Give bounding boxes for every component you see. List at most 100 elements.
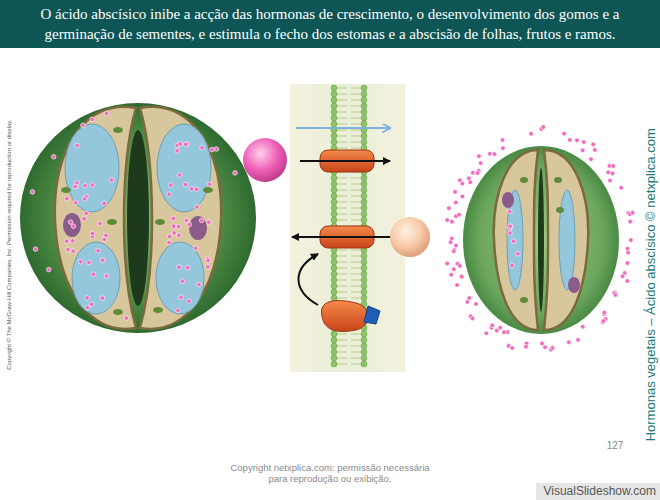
copyright-note: Copyright © The McGraw-Hill Companies, I… — [5, 120, 12, 370]
ion-dot — [500, 138, 505, 143]
ion-dot — [193, 246, 198, 251]
ion-dot — [70, 239, 75, 244]
ion-dot — [575, 138, 580, 143]
ion-dot — [449, 272, 454, 277]
ion-dot — [98, 221, 103, 226]
ion-dot — [183, 142, 188, 147]
ion-dot — [460, 194, 465, 199]
ion-dot — [445, 261, 450, 266]
ion-dot — [568, 138, 573, 143]
ion-dot — [458, 264, 463, 269]
ion-dot — [109, 178, 114, 183]
open-stoma — [20, 103, 256, 333]
ion-dot — [460, 275, 465, 280]
ion-dot — [448, 240, 453, 245]
ion-dot — [550, 346, 555, 351]
ion-dot — [591, 142, 596, 147]
ion-dot — [90, 231, 95, 236]
ion-dot — [187, 222, 192, 227]
ion-dot — [177, 265, 182, 270]
ion-dot — [85, 305, 90, 310]
ion-dot — [208, 182, 213, 187]
ion-dot — [68, 220, 73, 225]
ion-dot — [511, 239, 516, 244]
ion-dot — [470, 316, 475, 321]
ion — [243, 138, 287, 182]
ion-dot — [619, 186, 624, 191]
ion-dot — [508, 224, 513, 229]
ion-dot — [510, 346, 515, 351]
ion-dot — [167, 240, 172, 245]
ion-dot — [460, 181, 465, 186]
ion-dot — [71, 249, 76, 254]
ion-dot — [100, 258, 105, 263]
ion-dot — [580, 148, 585, 153]
ion-dot — [206, 220, 211, 225]
ion-dot — [180, 279, 185, 284]
ion-dot — [628, 219, 633, 224]
ion-dot — [176, 224, 181, 229]
ion-dot — [502, 330, 507, 335]
ion-dot — [233, 171, 238, 176]
ion-dot — [81, 123, 86, 128]
ion-dot — [199, 218, 204, 223]
ion-dot — [508, 224, 513, 229]
ion-dot — [183, 182, 188, 187]
ion-dot — [625, 246, 630, 251]
ion-dot — [167, 192, 172, 197]
ion-dot — [172, 231, 177, 236]
ion-dot — [167, 234, 172, 239]
ion-dot — [84, 211, 89, 216]
ion-dot — [484, 331, 489, 336]
ion-dot — [492, 152, 497, 157]
ion-dot — [104, 274, 109, 279]
ion-dot — [567, 340, 572, 345]
cell-membrane — [243, 84, 430, 372]
ion-dot — [581, 325, 586, 330]
closed-stoma — [445, 125, 635, 352]
ion-dot — [452, 267, 457, 272]
ion-dot — [30, 190, 35, 195]
ion-dot — [82, 217, 87, 222]
ion-dot — [187, 299, 192, 304]
ion-dot — [102, 201, 107, 206]
ion-dot — [495, 328, 500, 333]
ion-dot — [510, 263, 515, 268]
ion-dot — [606, 170, 611, 175]
ion-dot — [184, 218, 189, 223]
ion-dot — [90, 117, 95, 122]
ion-dot — [474, 302, 479, 307]
ion-dot — [83, 183, 88, 188]
ion-dot — [171, 216, 176, 221]
ion-dot — [582, 140, 587, 145]
ion-dot — [177, 173, 182, 178]
ion-dot — [529, 132, 534, 137]
ion-dot — [189, 186, 194, 191]
ion-dot — [175, 149, 180, 154]
ion-dot — [124, 316, 129, 321]
ion-dot — [96, 249, 101, 254]
ion-dot — [73, 184, 78, 189]
ion-dot — [104, 111, 109, 116]
ion-dot — [459, 274, 464, 279]
side-caption: Hormonas vegetais – Ácido abscísico © ne… — [643, 128, 659, 441]
ion-dot — [100, 296, 105, 301]
ion-dot — [102, 237, 107, 242]
ion-dot — [214, 147, 219, 152]
ion-dot — [625, 279, 630, 284]
ion-dot — [589, 157, 594, 162]
ion-dot — [197, 282, 202, 287]
ion-dot — [210, 147, 215, 152]
ion-dot — [64, 239, 69, 244]
ion-dot — [601, 319, 606, 324]
ion-dot — [454, 243, 459, 248]
ion-dot — [455, 283, 460, 288]
ion-dot — [177, 233, 182, 238]
ion-dot — [541, 125, 546, 130]
ion-dot — [85, 296, 90, 301]
ion-dot — [206, 258, 211, 263]
ion-dot — [33, 247, 38, 252]
ion-dot — [562, 131, 567, 136]
ion-dot — [516, 252, 521, 257]
ion-dot — [593, 148, 598, 153]
